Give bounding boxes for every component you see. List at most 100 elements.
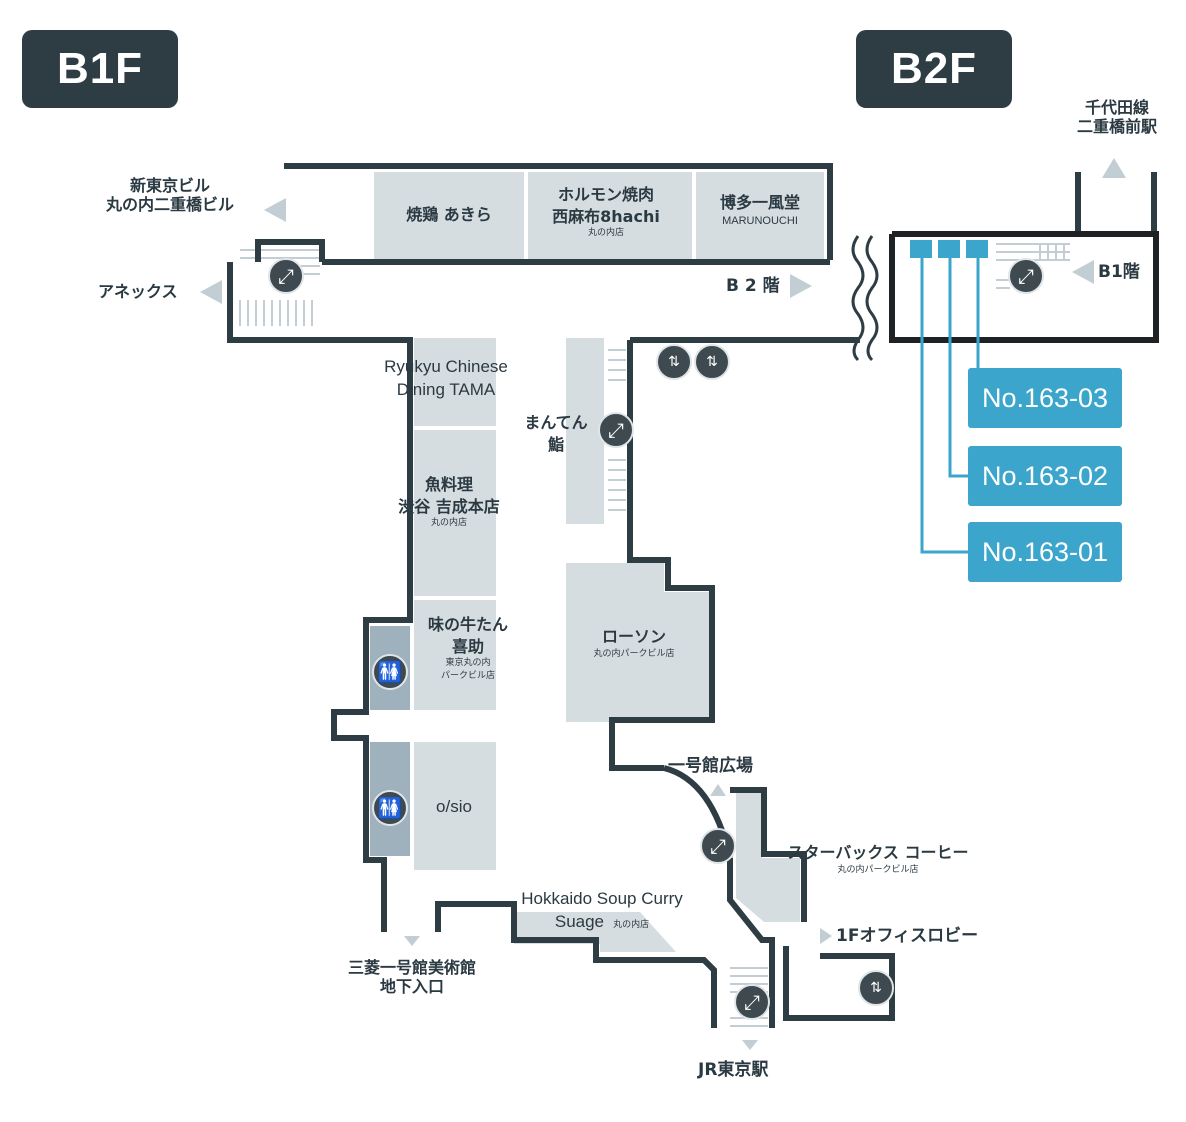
store-gyutan-kisuke[interactable]: 味の牛たん 喜助 東京丸の内 パークビル店 [428, 614, 508, 682]
store-ryukyu-line2: Dining TAMA [396, 379, 496, 399]
floor-badge-b2f: B2F [856, 30, 1012, 108]
arrow-up-ichigokan [710, 784, 726, 796]
store-ryukyu-line1: Ryukyu Chinese [384, 357, 508, 376]
arrow-down-jr [742, 1040, 758, 1050]
store-ippudo[interactable]: 博多一風堂 MARUNOUCHI [720, 192, 800, 229]
elevator-icon: ⇅ [858, 970, 894, 1006]
arrow-right-office [820, 928, 832, 944]
wall-office-lower [783, 946, 895, 1021]
store-horumon-line1: ホルモン焼肉 [557, 185, 654, 204]
shop-lawson[interactable] [566, 563, 714, 722]
store-osio-name: o/sio [436, 797, 472, 816]
store-ippudo-name: 博多一風堂 [719, 193, 801, 212]
wall-starbucks-right [730, 787, 807, 922]
store-starbucks-name: スターバックス コーヒー [787, 843, 969, 862]
arrow-left-shin-tokyo [264, 198, 286, 222]
pillar-connector-163-01 [920, 258, 968, 554]
store-gyutan-line1: 味の牛たん [427, 615, 509, 634]
stairs-manten [608, 349, 626, 511]
store-soup-sub: 丸の内店 [613, 919, 650, 930]
store-gyutan-sub2: パークビル店 [440, 670, 496, 681]
shop-gyutan-kisuke[interactable] [414, 600, 496, 710]
store-osio[interactable]: o/sio [436, 796, 472, 819]
direction-arrows [200, 158, 1126, 1050]
restroom-icon: 🚻 [372, 654, 408, 690]
pillar-163-02[interactable]: No.163-02 [968, 446, 1122, 506]
store-horumon-line2: 西麻布8hachi [552, 206, 660, 226]
dest-shin-tokyo: 新東京ビル 丸の内二重橋ビル [88, 176, 252, 214]
break-mark-1 [851, 235, 865, 362]
store-fish-line1: 魚料理 [424, 475, 474, 494]
store-ippudo-sub: MARUNOUCHI [722, 214, 798, 227]
dest-chiyoda-line2: 二重橋前駅 [1076, 117, 1157, 137]
escalator-icon: ⤢ [598, 412, 634, 448]
shop-osio[interactable] [414, 742, 496, 870]
wall-annex-left [227, 262, 413, 932]
pillar-163-03[interactable]: No.163-03 [968, 368, 1122, 428]
escalator-icon: ⤢ [700, 828, 736, 864]
wall-top [284, 163, 833, 260]
store-fish-sub: 丸の内店 [430, 518, 468, 529]
shop-fish-yoshinari[interactable] [414, 430, 496, 596]
store-gyutan-sub1: 東京丸の内 [445, 658, 491, 669]
shop-manten-sushi[interactable] [566, 338, 604, 524]
pillar-marker-163-01 [910, 240, 932, 258]
escalator-icon: ⤢ [268, 258, 304, 294]
shop-horumon-8hachi[interactable] [528, 172, 692, 260]
dest-to-b2: B 2 階 [726, 276, 780, 296]
shop-ippudo[interactable] [696, 172, 824, 260]
store-lawson-sub: 丸の内パークビル店 [593, 648, 675, 659]
escalator-icon: ⤢ [734, 984, 770, 1020]
store-ryukyu-tama[interactable]: Ryukyu Chinese Dining TAMA [384, 356, 508, 402]
dest-office-lobby: 1Fオフィスロビー [836, 926, 979, 946]
b2f-floor-outline [889, 231, 1159, 343]
dest-chiyoda-line1: 千代田線 [1084, 98, 1149, 117]
wall-annex-upper [255, 239, 325, 262]
walls [227, 163, 1157, 1028]
store-gyutan-line2: 喜助 [451, 636, 485, 656]
arrow-up-chiyoda [1102, 158, 1126, 178]
store-fish-yoshinari[interactable]: 魚料理 渋谷 吉成本店 丸の内店 [398, 474, 500, 530]
arrow-right-to-b2 [790, 274, 812, 298]
store-soup-line2-text: Suage [554, 911, 605, 931]
pillar-connector-163-02 [948, 258, 968, 478]
pillar-marker-163-02 [938, 240, 960, 258]
shop-ryukyu-tama[interactable] [414, 338, 496, 426]
dest-jr-tokyo: JR東京駅 [698, 1060, 769, 1080]
dest-annex: アネックス [98, 282, 178, 301]
dest-to-b1: B1階 [1098, 262, 1140, 282]
dest-shin-tokyo-line2: 丸の内二重橋ビル [105, 195, 234, 215]
break-mark-2 [865, 235, 879, 362]
store-horumon-sub: 丸の内店 [587, 228, 624, 239]
elevator-icon: ⇅ [656, 344, 692, 380]
dest-ichigokan-plaza: 一号館広場 [668, 756, 753, 776]
pillar-connector-163-03 [968, 258, 980, 376]
dest-chiyoda-line: 千代田線 二重橋前駅 [1062, 98, 1172, 136]
store-soup-line1: Hokkaido Soup Curry [521, 889, 683, 908]
store-yakitori-akira[interactable]: 焼鶏 あきら [406, 204, 492, 226]
store-manten-sushi[interactable]: まんてん 鮨 [524, 412, 587, 455]
store-lawson-name: ローソン [601, 627, 667, 646]
store-soup-curry[interactable]: Hokkaido Soup Curry Suage 丸の内店 [521, 888, 683, 934]
dest-museum-line2: 地下入口 [379, 977, 444, 997]
store-manten-line1: まんてん [524, 413, 588, 432]
pillar-163-01[interactable]: No.163-01 [968, 522, 1122, 582]
shop-starbucks[interactable] [736, 790, 800, 922]
store-fish-line2: 渋谷 吉成本店 [398, 496, 500, 516]
store-starbucks-sub: 丸の内パークビル店 [837, 864, 919, 875]
store-horumon-8hachi[interactable]: ホルモン焼肉 西麻布8hachi 丸の内店 [552, 184, 660, 240]
store-yakitori-name: 焼鶏 あきら [406, 205, 492, 224]
dest-museum-line1: 三菱一号館美術館 [347, 958, 476, 977]
store-lawson[interactable]: ローソン 丸の内パークビル店 [593, 626, 674, 660]
restroom-icon: 🚻 [372, 790, 408, 826]
pillar-marker-163-03 [966, 240, 988, 258]
dest-shin-tokyo-line1: 新東京ビル [129, 176, 210, 195]
wall-lawson-right [609, 340, 715, 771]
shop-yakitori-akira[interactable] [374, 172, 524, 260]
dest-museum: 三菱一号館美術館 地下入口 [326, 958, 498, 996]
pillar-markers [910, 240, 988, 258]
arrow-left-to-b1 [1072, 260, 1094, 284]
elevator-icon: ⇅ [694, 344, 730, 380]
store-starbucks[interactable]: スターバックス コーヒー 丸の内パークビル店 [788, 842, 969, 876]
